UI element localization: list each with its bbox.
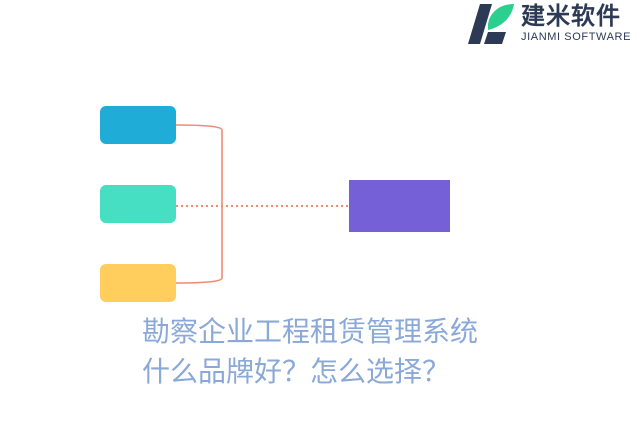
brand-logo[interactable]: 建米软件 JIANMI SOFTWARE — [466, 2, 638, 46]
bracket-connector — [175, 124, 223, 284]
source-node-2 — [100, 185, 176, 223]
target-node — [349, 180, 450, 232]
article-title: 勘察企业工程租赁管理系统 什么品牌好？怎么选择？ — [0, 312, 620, 392]
title-line-1: 勘察企业工程租赁管理系统 — [141, 315, 478, 348]
source-node-3 — [100, 264, 176, 302]
jianmi-logo-icon — [468, 4, 514, 44]
logo-name-cn: 建米软件 — [521, 2, 621, 30]
logo-name-en: JIANMI SOFTWARE — [521, 31, 632, 43]
title-line-2: 什么品牌好？怎么选择？ — [141, 355, 450, 388]
source-node-1 — [100, 106, 176, 144]
